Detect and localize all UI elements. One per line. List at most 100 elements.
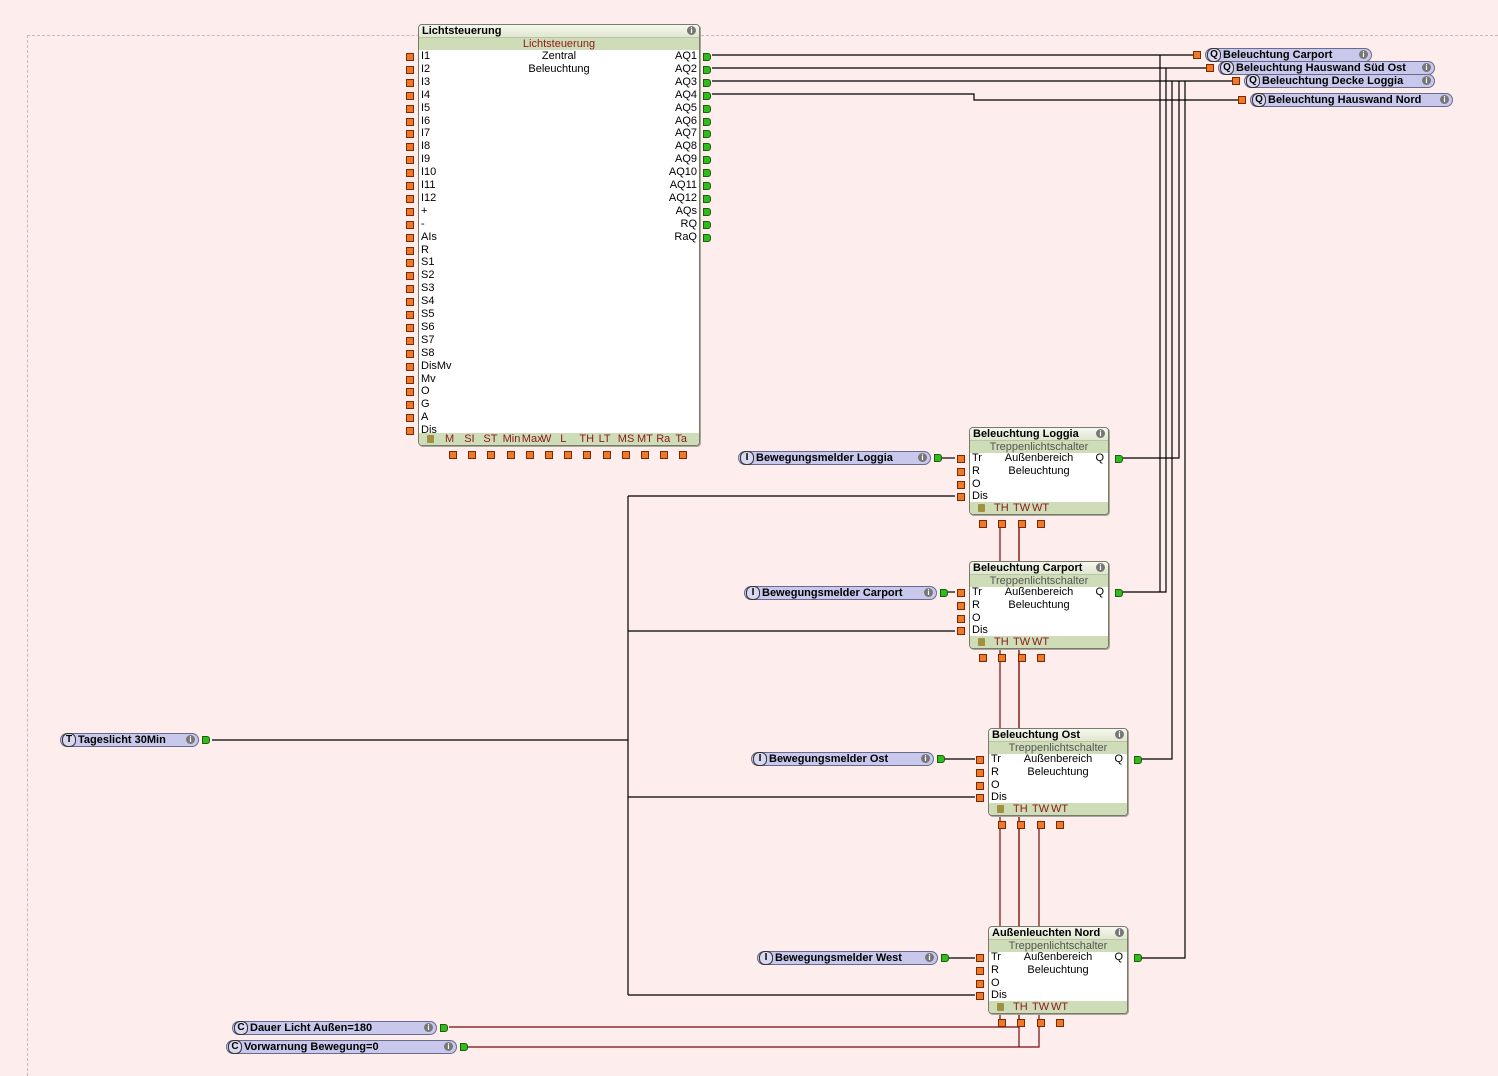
input-pin[interactable] [406, 246, 414, 255]
input-pin[interactable] [976, 768, 984, 777]
input-pin[interactable] [957, 493, 965, 502]
info-icon[interactable]: i [921, 754, 930, 763]
output-pin[interactable] [703, 117, 711, 126]
input-pin[interactable] [957, 589, 965, 597]
param-pin[interactable] [998, 654, 1007, 662]
info-icon[interactable]: i [1359, 50, 1368, 59]
ref-input-pin[interactable] [1238, 96, 1246, 104]
info-icon[interactable]: i [1422, 63, 1431, 72]
input-pin[interactable] [976, 992, 984, 1001]
param-pin[interactable] [449, 451, 457, 459]
param-pin[interactable] [1017, 1019, 1026, 1027]
param-pin[interactable] [602, 451, 611, 459]
param-pin[interactable] [1017, 520, 1026, 528]
input-pin[interactable] [976, 979, 984, 988]
output-pin[interactable] [703, 91, 711, 100]
input-pin[interactable] [406, 130, 414, 139]
info-icon[interactable]: i [924, 588, 933, 597]
ref-output-pin[interactable] [202, 736, 210, 744]
ref-input-pin[interactable] [1206, 64, 1214, 72]
param-pin[interactable] [998, 520, 1007, 528]
input-pin[interactable] [406, 298, 414, 307]
output-pin[interactable] [703, 78, 711, 87]
output-pin[interactable] [1115, 455, 1123, 463]
param-pin[interactable] [679, 451, 688, 459]
input-pin[interactable] [406, 259, 414, 268]
input-pin[interactable] [406, 272, 414, 281]
input-pin[interactable] [957, 455, 965, 463]
input-pin[interactable] [406, 91, 414, 100]
output-pin[interactable] [703, 65, 711, 74]
input-pin[interactable] [406, 375, 414, 384]
ref-output-pin[interactable] [940, 589, 948, 597]
info-icon[interactable]: i [186, 735, 195, 744]
input-pin[interactable] [406, 143, 414, 152]
input-pin[interactable] [406, 349, 414, 358]
info-icon[interactable]: i [1115, 730, 1124, 739]
ref-input-pin[interactable] [1232, 77, 1240, 85]
info-icon[interactable]: i [1096, 563, 1105, 572]
output-pin[interactable] [703, 53, 711, 61]
lichtsteuerung-block[interactable]: Lichtsteuerung i Lichtsteuerung Zentral … [406, 24, 711, 459]
input-pin[interactable] [406, 285, 414, 294]
param-pin[interactable] [641, 451, 649, 459]
output-pin[interactable] [703, 130, 711, 139]
input-pin[interactable] [406, 323, 414, 332]
input-pin[interactable] [406, 78, 414, 87]
param-pin[interactable] [506, 451, 515, 459]
input-pin[interactable] [406, 388, 414, 397]
input-pin[interactable] [406, 65, 414, 74]
info-icon[interactable]: i [1422, 76, 1431, 85]
ref-output-pin[interactable] [934, 454, 942, 462]
input-pin[interactable] [406, 117, 414, 126]
input-pin[interactable] [406, 182, 414, 190]
param-pin[interactable] [525, 451, 534, 459]
output-pin[interactable] [1115, 589, 1123, 597]
input-pin[interactable] [976, 954, 984, 962]
output-pin[interactable] [703, 233, 711, 242]
param-pin[interactable] [979, 654, 987, 662]
param-pin[interactable] [1036, 654, 1045, 662]
output-pin[interactable] [703, 169, 711, 178]
input-pin[interactable] [976, 966, 984, 975]
input-pin[interactable] [957, 601, 965, 610]
output-pin[interactable] [703, 156, 711, 165]
input-pin[interactable] [406, 220, 414, 229]
ref-input-pin[interactable] [1193, 51, 1201, 59]
output-pin[interactable] [703, 220, 711, 229]
ref-output-pin[interactable] [440, 1024, 448, 1032]
input-pin[interactable] [957, 480, 965, 489]
input-pin[interactable] [957, 627, 965, 636]
info-icon[interactable]: i [687, 26, 696, 35]
input-pin[interactable] [406, 104, 414, 113]
ref-output-pin[interactable] [460, 1043, 468, 1051]
info-icon[interactable]: i [424, 1023, 433, 1032]
input-pin[interactable] [406, 311, 414, 319]
input-pin[interactable] [406, 194, 414, 203]
param-pin[interactable] [1017, 821, 1026, 829]
info-icon[interactable]: i [925, 953, 934, 962]
input-pin[interactable] [406, 401, 414, 410]
input-pin[interactable] [976, 756, 984, 764]
input-pin[interactable] [406, 414, 414, 423]
output-pin[interactable] [703, 182, 711, 190]
input-pin[interactable] [406, 169, 414, 178]
ref-output-pin[interactable] [941, 954, 949, 962]
info-icon[interactable]: i [1440, 95, 1449, 104]
param-pin[interactable] [1036, 821, 1045, 829]
info-icon[interactable]: i [918, 453, 927, 462]
param-pin[interactable] [1036, 1019, 1045, 1027]
param-pin[interactable] [660, 451, 669, 459]
